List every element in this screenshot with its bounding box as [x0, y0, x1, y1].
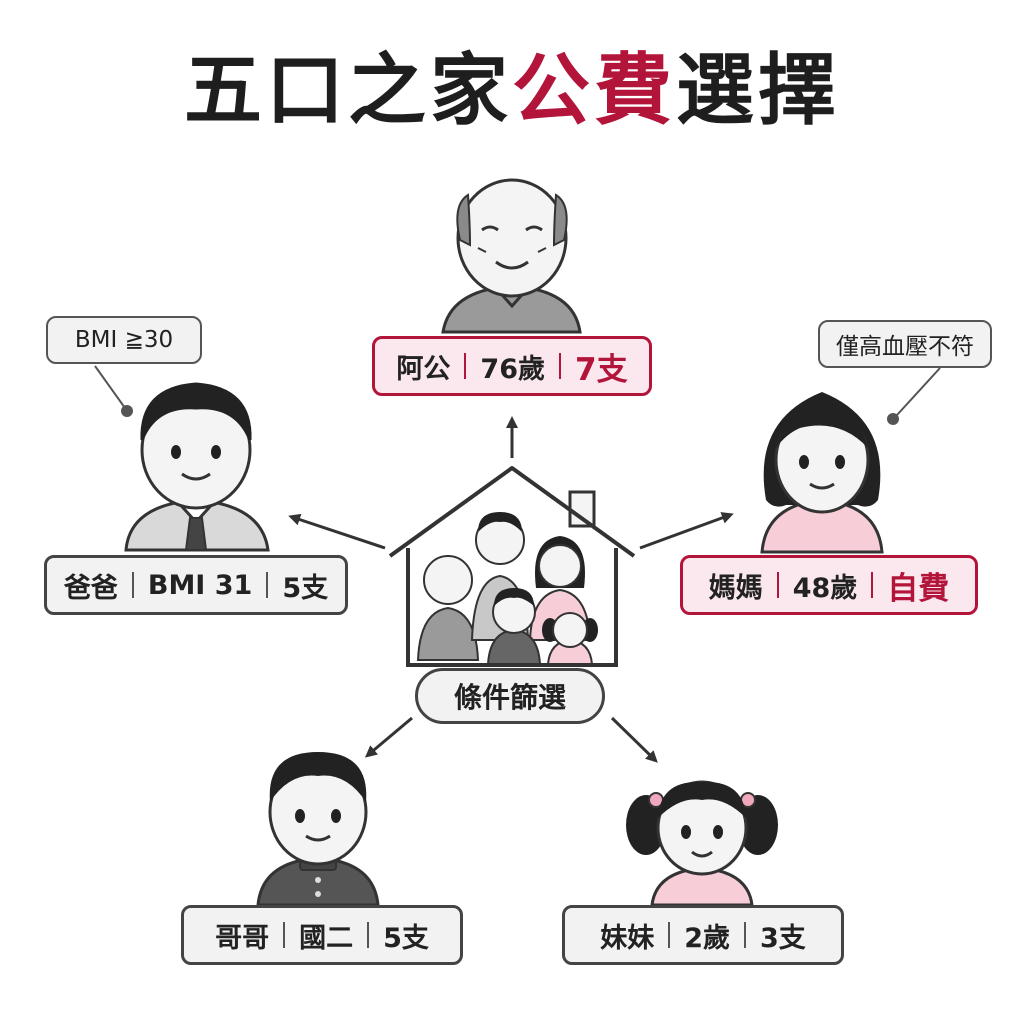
mom-card: 媽媽 48歲自費	[680, 555, 978, 615]
bubble-tails	[94, 365, 941, 425]
grandpa-avatar	[441, 178, 582, 334]
arrow-to-brother	[364, 716, 413, 758]
dad-note-dot	[121, 405, 133, 417]
sister-age: 2歲	[684, 922, 730, 954]
dad-card: 爸爸 BMI 31 5支	[44, 555, 348, 615]
mom-note-bubble: 僅高血壓不符	[818, 320, 992, 368]
house-icon	[388, 466, 636, 667]
brother-result: 5支	[383, 922, 429, 954]
arrow-to-dad	[288, 513, 386, 550]
sister-result: 3支	[760, 922, 806, 954]
mom-name: 媽媽	[708, 572, 763, 604]
brother-avatar	[256, 752, 380, 907]
mom-result: 自費	[887, 570, 950, 607]
grandpa-age: 76歲	[480, 353, 545, 385]
dad-note-bubble: BMI ≧30	[46, 316, 202, 364]
brother-name: 哥哥	[215, 922, 270, 954]
arrow-to-mom	[639, 512, 734, 550]
sister-name: 妹妹	[600, 922, 655, 954]
arrow-to-sister	[610, 716, 658, 763]
brother-grade: 國二	[299, 922, 354, 954]
dad-avatar	[124, 382, 270, 552]
dad-name: 爸爸	[63, 572, 118, 604]
dad-result: 5支	[282, 572, 329, 604]
grandpa-name: 阿公	[396, 353, 451, 385]
page-title: 五口之家公費選擇	[183, 46, 841, 136]
mom-age: 48歲	[792, 572, 858, 604]
arrows	[288, 416, 734, 763]
filter-label: 條件篩選	[415, 668, 605, 724]
grandpa-result: 7支	[575, 351, 628, 388]
mom-avatar	[760, 392, 884, 554]
mom-note-dot	[887, 413, 899, 425]
brother-card: 哥哥國二 5支	[181, 905, 463, 965]
dad-bmi: BMI 31	[147, 569, 253, 601]
grandpa-card: 阿公 76歲 7支	[372, 336, 652, 396]
sister-card: 妹妹 2歲 3支	[562, 905, 844, 965]
sister-avatar	[626, 780, 778, 907]
